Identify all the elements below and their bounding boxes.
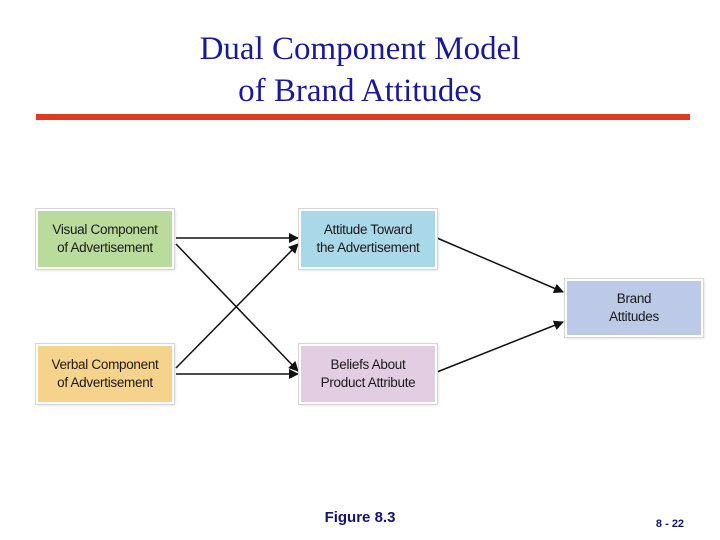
title-line-1: Dual Component Model — [199, 31, 521, 67]
beliefs-about-product-line-2: Product Attribute — [320, 375, 416, 390]
arrow-beliefs-to-brand — [436, 320, 564, 373]
arrow-attitude-to-brand — [436, 237, 564, 294]
brand-attitudes-line-1: Brand — [616, 291, 652, 306]
page-number: 8 - 22 — [655, 518, 685, 530]
title-line-2: of Brand Attitudes — [238, 73, 482, 109]
beliefs-about-product-line-1: Beliefs About — [330, 357, 406, 372]
beliefs-about-product-box: Beliefs About Product Attribute — [299, 344, 437, 404]
arrow-verbal-to-attitude — [175, 243, 299, 369]
arrow-visual-to-beliefs — [175, 243, 299, 372]
visual-component-line-2: of Advertisement — [57, 240, 153, 255]
visual-component-box: Visual Component of Advertisement — [36, 209, 174, 269]
attitude-toward-ad-box: Attitude Toward the Advertisement — [299, 209, 437, 269]
slide-title: Dual Component Model of Brand Attitudes — [60, 28, 660, 112]
brand-attitudes-box: Brand Attitudes — [565, 279, 703, 337]
brand-attitudes-line-2: Attitudes — [609, 309, 659, 324]
verbal-component-line-2: of Advertisement — [57, 375, 153, 390]
verbal-component-box: Verbal Component of Advertisement — [36, 344, 174, 404]
visual-component-line-1: Visual Component — [52, 222, 158, 237]
figure-caption: Figure 8.3 — [324, 509, 396, 526]
title-divider — [36, 114, 690, 120]
attitude-toward-ad-line-1: Attitude Toward — [323, 222, 413, 237]
verbal-component-line-1: Verbal Component — [51, 357, 159, 372]
attitude-toward-ad-line-2: the Advertisement — [316, 240, 420, 255]
